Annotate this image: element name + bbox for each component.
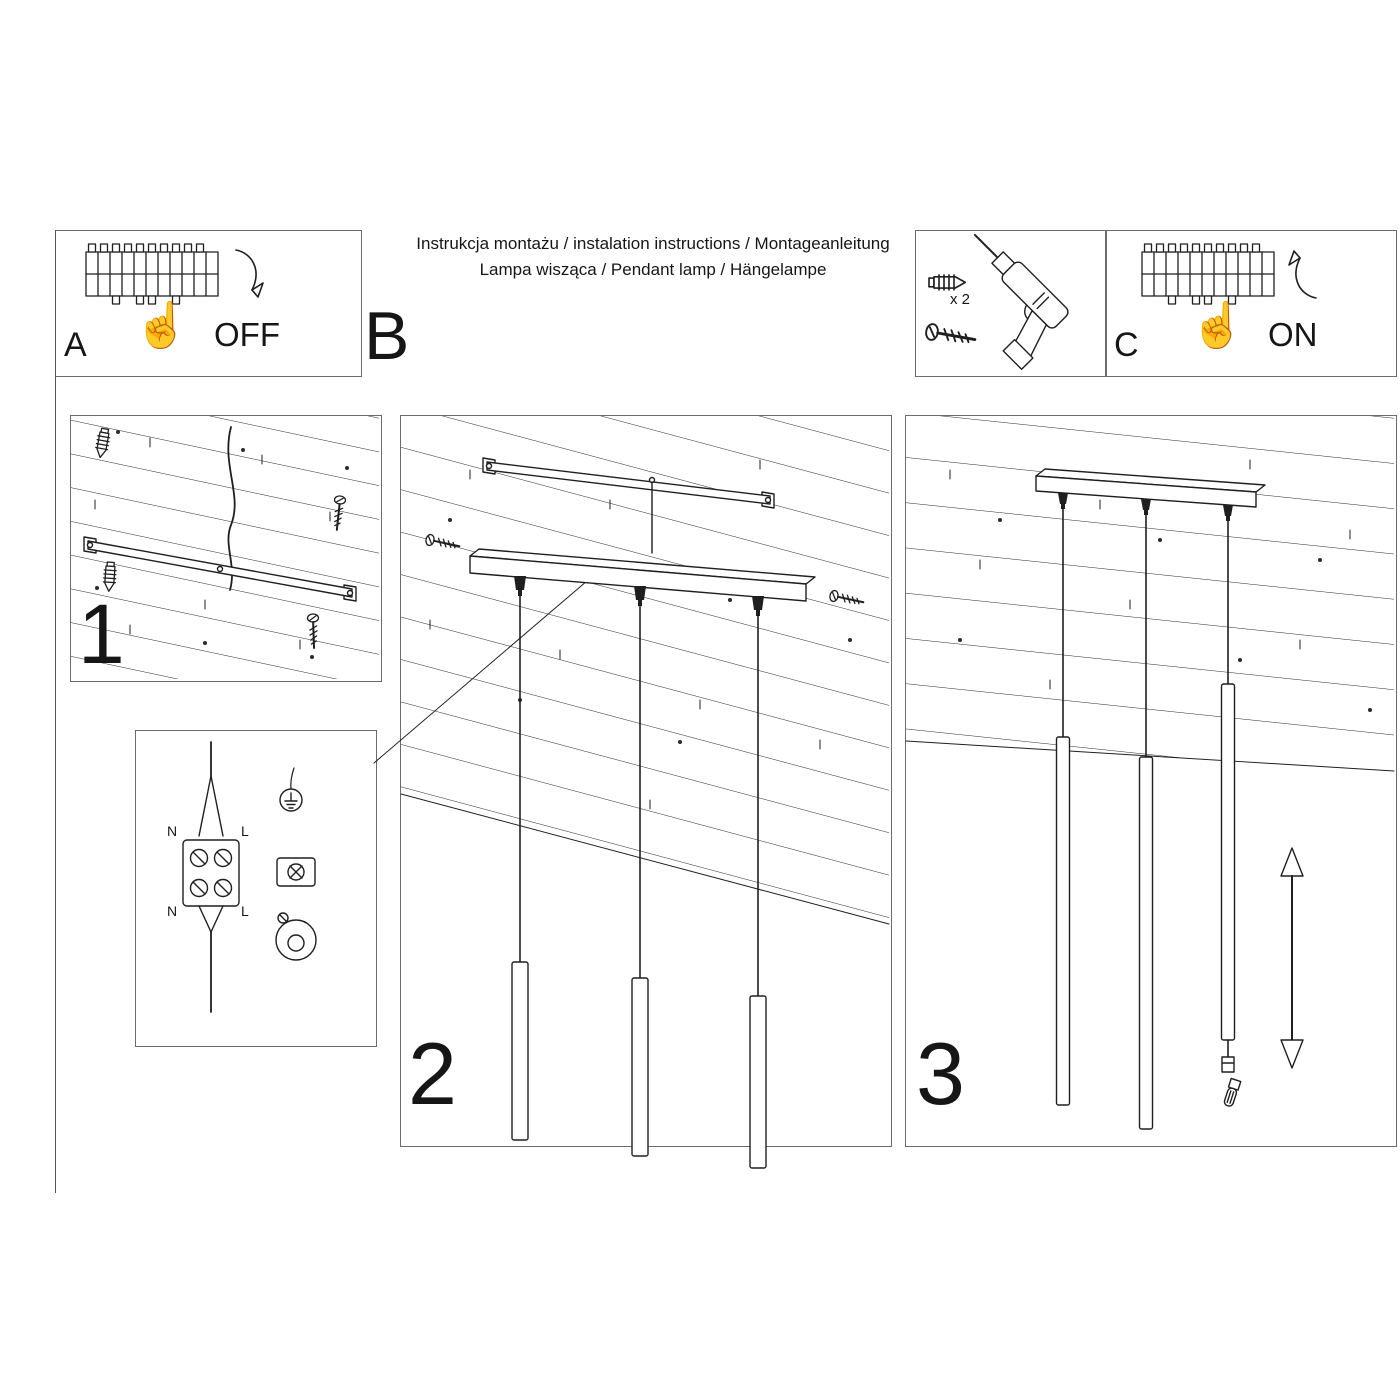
screw-holes [95, 430, 349, 659]
instructions-title-line2: Lampa wisząca / Pendant lamp / Hängelamp… [479, 260, 827, 279]
pendant-cords [1062, 508, 1229, 758]
pendant-tubes [511, 961, 767, 1169]
plank-joints [949, 459, 1351, 690]
terminal-block-icon [182, 839, 240, 907]
circuit-breaker-icon [1141, 243, 1275, 305]
step1-frame [70, 415, 382, 682]
wiring-detail-frame [135, 730, 377, 1047]
hand-icon: ☝ [1190, 298, 1245, 351]
circuit-breaker-icon [85, 243, 219, 305]
hand-icon: ☝ [134, 298, 189, 351]
panel-a-label: A [64, 326, 87, 364]
cable-grommet-icon [275, 912, 317, 961]
rotate-arrow-icon [1288, 250, 1317, 299]
step1-number: 1 [78, 587, 125, 681]
rotate-arrow-icon [235, 249, 264, 298]
drill-icon [973, 233, 1069, 370]
step3-number: 3 [916, 1024, 965, 1123]
canopy [469, 548, 816, 602]
step1-illustration [71, 416, 379, 679]
screw-holes [958, 518, 1372, 712]
cord-grips [1058, 493, 1233, 521]
panel-c-illustration: ☝ [1141, 243, 1317, 351]
tools-illustration [923, 233, 1069, 370]
canopy [1035, 468, 1266, 508]
pendant-cords [519, 595, 759, 997]
step3-frame [905, 415, 1397, 1147]
panel-c-frame [1105, 230, 1397, 377]
ceiling-edge [400, 793, 890, 925]
pendant-tubes [1055, 683, 1236, 1130]
off-label: OFF [214, 316, 280, 353]
wire-label-l-top: L [241, 823, 249, 839]
wire-label-n-bottom: N [167, 903, 178, 919]
ground-symbol-icon [279, 767, 303, 812]
tools-panel-frame [915, 230, 1107, 377]
mounting-bracket [482, 457, 775, 554]
mounting-bracket [83, 536, 357, 602]
wire-label-l-bottom: L [241, 903, 249, 919]
panel-a-illustration: ☝ [85, 243, 264, 351]
left-margin-rule [55, 230, 56, 1193]
ceiling-edge [905, 740, 1395, 772]
on-label: ON [1268, 316, 1318, 353]
plug-quantity-label: x 2 [950, 291, 971, 308]
bulb-socket-detail [1221, 1039, 1242, 1107]
step2-illustration [400, 416, 890, 1169]
step3-illustration [905, 416, 1395, 1130]
ceiling-planks [401, 416, 889, 924]
panel-c-label: C [1114, 326, 1139, 364]
earth-clamp-icon [276, 857, 316, 887]
bulb-icon [1223, 1077, 1242, 1107]
ceiling-planks [906, 416, 1394, 771]
panel-b-label: B [364, 298, 410, 374]
height-adjust-arrow-icon [1280, 847, 1304, 1069]
screw-icon [923, 321, 978, 349]
wall-plug-icon [928, 274, 967, 291]
cord-grips [514, 576, 764, 616]
wiring-detail-illustration [182, 562, 609, 1013]
plank-joints [429, 459, 821, 810]
plank-joints [94, 437, 331, 650]
wire-label-n-top: N [167, 823, 178, 839]
step2-number: 2 [408, 1024, 457, 1123]
instructions-title-line1: Instrukcja montażu / instalation instruc… [416, 234, 890, 253]
